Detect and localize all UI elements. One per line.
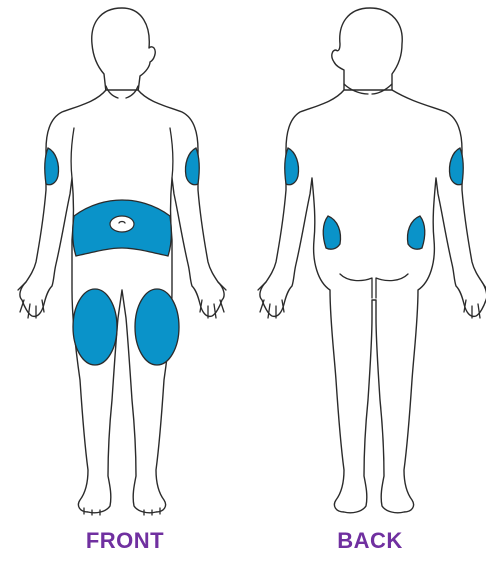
front-right-thigh-site — [135, 289, 179, 365]
front-label: FRONT — [55, 528, 195, 554]
front-figure — [18, 8, 226, 515]
front-head — [92, 8, 155, 92]
front-left-thigh-site — [73, 289, 117, 365]
back-label: BACK — [300, 528, 440, 554]
back-figure — [258, 8, 486, 513]
injection-site-diagram — [0, 0, 486, 520]
back-head — [332, 8, 402, 92]
front-navel-exclusion — [110, 216, 134, 232]
